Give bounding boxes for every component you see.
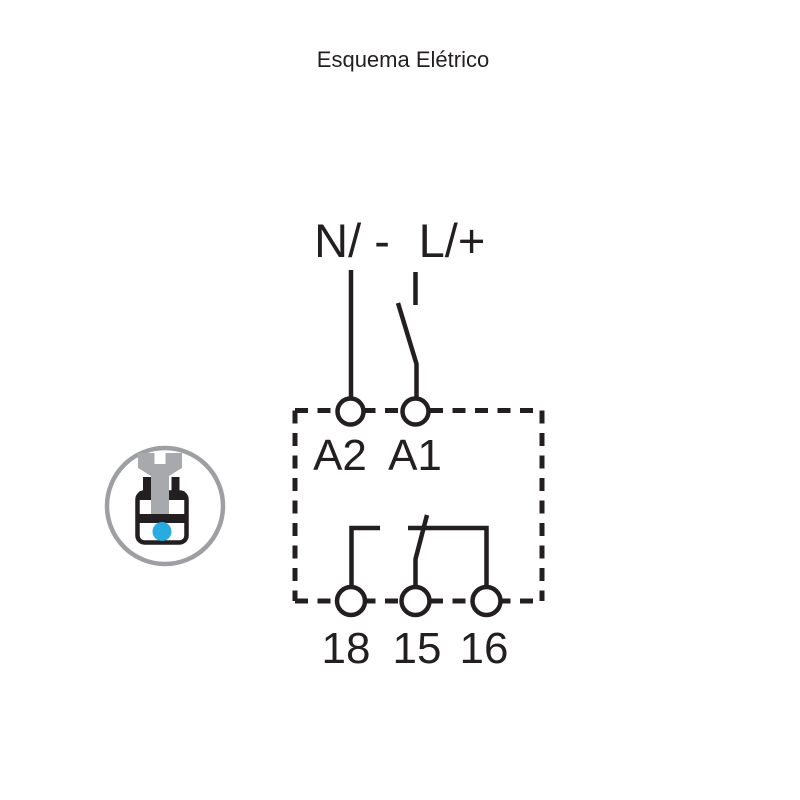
terminal-18-circle xyxy=(334,584,368,618)
terminal-a2-label: A2 xyxy=(313,431,367,480)
badge-ring xyxy=(104,445,226,567)
terminal-18-label: 18 xyxy=(322,624,371,673)
clamp-post-right-icon xyxy=(171,477,180,495)
switch-blade xyxy=(395,302,419,398)
screw-terminal-badge xyxy=(104,445,226,567)
supply-label-neutral: N/ - xyxy=(314,214,390,267)
terminal-16-label: 16 xyxy=(460,624,509,673)
terminal-a1-circle xyxy=(400,396,431,427)
terminal-a2-circle xyxy=(335,396,366,427)
screw-icon xyxy=(138,453,182,516)
screw-slot-icon xyxy=(154,451,166,464)
supply-label-line: L/+ xyxy=(419,214,486,267)
clamp-post-left-icon xyxy=(143,477,151,495)
nc-contact-bracket-16 xyxy=(408,525,489,588)
wire-dot-icon xyxy=(152,522,172,541)
terminal-15-label: 15 xyxy=(393,624,442,673)
terminal-16-circle xyxy=(470,584,503,618)
terminal-a1-label: A1 xyxy=(388,431,442,480)
clamp-middle-bar-icon xyxy=(139,514,185,523)
diagram-title: Esquema Elétrico xyxy=(317,47,489,72)
no-contact-bracket-18 xyxy=(349,525,380,588)
terminal-15-circle xyxy=(399,584,432,618)
common-contact-blade-15 xyxy=(413,514,430,588)
